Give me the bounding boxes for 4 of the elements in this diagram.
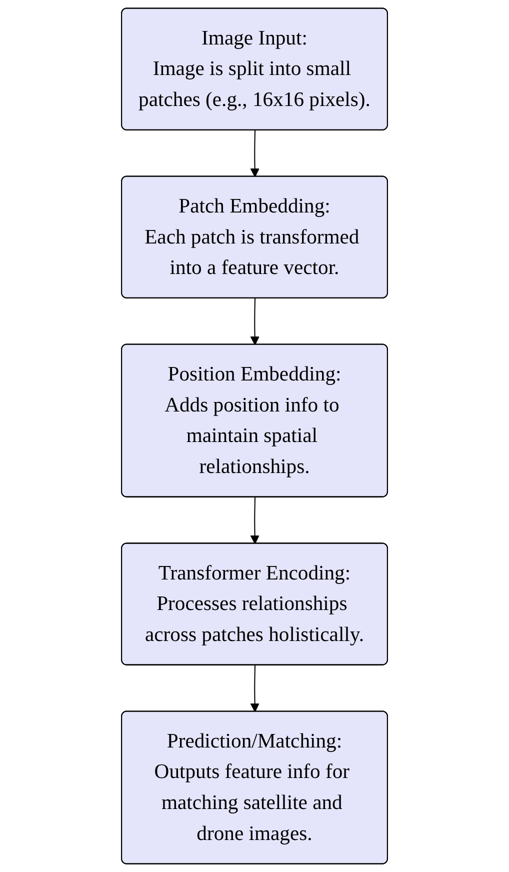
arrow [250,130,260,178]
arrow [250,497,260,544]
arrow [250,665,260,712]
arrow [250,298,260,346]
